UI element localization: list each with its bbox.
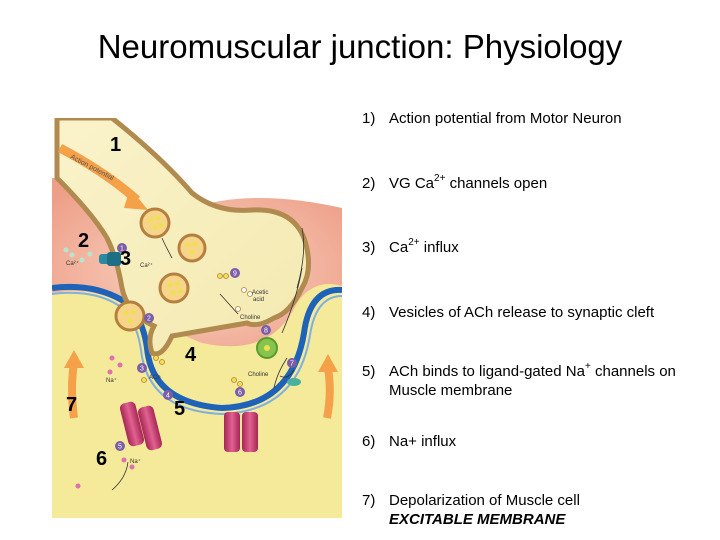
diagram-step-number: 1	[110, 134, 122, 156]
diagram-step-number: 2	[78, 230, 90, 252]
step-badge: 8	[261, 325, 271, 335]
svg-text:5: 5	[118, 444, 122, 451]
vesicle	[177, 233, 207, 263]
vesicle	[139, 207, 171, 239]
nmj-diagram: Action potential Ca²⁺ Ca²⁺ Acetic acid C…	[52, 118, 342, 518]
svg-text:3: 3	[140, 366, 144, 373]
depolarization-arrow-right	[323, 367, 334, 419]
acetic-acid-label-2: acid	[253, 297, 264, 303]
svg-text:1: 1	[120, 246, 124, 253]
choline-label: Choline	[240, 315, 261, 321]
step-text: Na+ influx	[389, 433, 457, 450]
step-number: 2)	[362, 175, 376, 192]
svg-text:4: 4	[166, 393, 170, 400]
diagram-step-number: 5	[174, 398, 186, 420]
acetic-acid-label: Acetic	[252, 290, 268, 296]
choline-right-label: Choline	[248, 372, 269, 378]
step-number: 5)	[362, 363, 376, 380]
diagram-step-number: 6	[96, 448, 108, 470]
step-number: 4)	[362, 304, 376, 321]
step-text: Action potential from Motor Neuron	[389, 110, 622, 127]
step-badge: 6	[235, 387, 245, 397]
ca-outside-label: Ca²⁺	[66, 260, 79, 267]
vesicle	[114, 300, 146, 332]
ca-inside-label: Ca²⁺	[140, 262, 153, 269]
svg-text:6: 6	[238, 390, 242, 397]
muscle-membrane	[52, 283, 342, 412]
svg-text:9: 9	[233, 271, 237, 278]
step-number: 6)	[362, 433, 376, 450]
svg-text:8: 8	[264, 328, 268, 335]
step-badge: 1	[117, 243, 127, 253]
na-lower-label: Na⁺	[130, 458, 141, 465]
step-text: Vesicles of ACh release to synaptic clef…	[389, 304, 655, 321]
step-badge: 4	[163, 390, 173, 400]
step-badge: 5	[115, 441, 125, 451]
excitable-membrane-emphasis: EXCITABLE MEMBRANE	[389, 511, 566, 528]
diagram-step-number: 4	[185, 344, 197, 366]
closed-na-channel	[224, 412, 258, 452]
step-text: VG Ca2+ channels open	[389, 173, 548, 193]
na-upper-label: Na⁺	[106, 377, 117, 384]
step-number: 3)	[362, 239, 376, 256]
step-badge: 7	[287, 358, 297, 368]
ca-channel	[99, 252, 121, 266]
acetylcholinesterase	[256, 337, 278, 359]
ach-label: ACh	[149, 375, 161, 381]
step-badge: 9	[230, 268, 240, 278]
step-badge: 2	[144, 313, 154, 323]
vesicle	[158, 272, 190, 304]
page-title: Neuromuscular junction: Physiology	[97, 28, 623, 65]
ligand-gated-na-channel	[119, 401, 163, 451]
svg-text:2: 2	[147, 316, 151, 323]
axon-terminal	[54, 118, 311, 357]
diagram-step-number: 7	[66, 394, 78, 416]
svg-text:7: 7	[290, 361, 294, 368]
step-number: 7)	[362, 492, 376, 509]
step-text: ACh binds to ligand-gated Na+ channels o…	[389, 361, 676, 400]
step-text: Ca2+ influx	[389, 237, 459, 257]
step-number: 1)	[362, 110, 376, 127]
step-badge: 3	[137, 363, 147, 373]
diagram-step-number: 3	[120, 248, 132, 270]
